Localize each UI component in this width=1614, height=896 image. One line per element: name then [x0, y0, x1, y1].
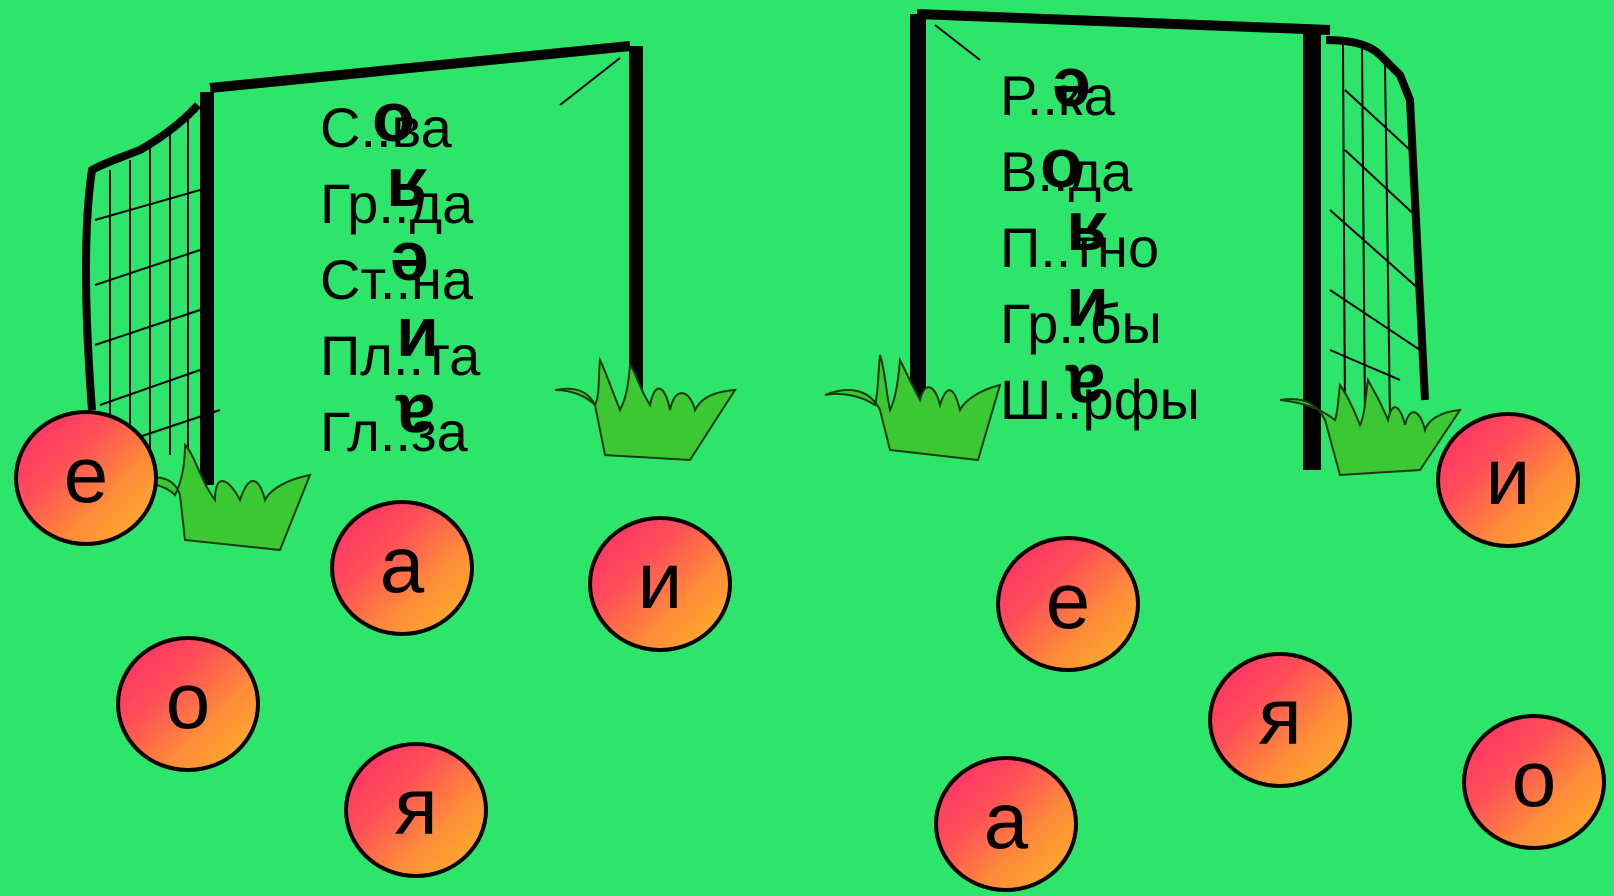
answer-letter: я: [386, 154, 427, 232]
letter-ball[interactable]: е: [14, 410, 158, 546]
answer-letter: и: [1066, 274, 1110, 352]
word: Р..ка: [1000, 64, 1115, 127]
word: Гр..бы: [1000, 292, 1162, 355]
letter-ball[interactable]: е: [996, 536, 1140, 672]
answer-letter: е: [1052, 54, 1091, 132]
answer-letter: о: [1040, 124, 1083, 202]
word: С..ва: [320, 96, 452, 159]
left-goal: [82, 41, 643, 485]
letter-ball[interactable]: я: [344, 742, 488, 878]
ball-letter: о: [165, 656, 211, 745]
word: Ст..на: [320, 248, 474, 311]
ball-letter: о: [1511, 734, 1557, 823]
word: П..тно: [1000, 216, 1160, 279]
answer-letter: и: [396, 304, 440, 382]
answer-letter: а: [396, 380, 435, 458]
letter-ball[interactable]: я: [1208, 652, 1352, 788]
ball-letter: я: [394, 762, 438, 851]
right-goal: [910, 9, 1429, 470]
letter-ball[interactable]: о: [1462, 714, 1606, 850]
word: Гл..за: [320, 400, 468, 463]
letter-ball[interactable]: о: [116, 636, 260, 772]
answer-letter: е: [390, 228, 429, 306]
word: Пл..та: [320, 324, 481, 387]
answer-letter: о: [372, 78, 415, 156]
word: Ш..рфы: [1000, 368, 1200, 431]
word: Гр..да: [320, 172, 474, 235]
grass: [129, 354, 1463, 552]
ball-letter: и: [1485, 432, 1531, 521]
letter-ball[interactable]: и: [1436, 412, 1580, 548]
word: В..да: [1000, 140, 1133, 203]
ball-letter: а: [983, 776, 1029, 865]
ball-letter: е: [1045, 556, 1091, 645]
ball-letter: и: [637, 536, 683, 625]
letter-ball[interactable]: а: [934, 756, 1078, 892]
ball-letter: я: [1258, 672, 1302, 761]
ball-letter: а: [379, 520, 425, 609]
letter-ball[interactable]: и: [588, 516, 732, 652]
answer-letter: а: [1066, 350, 1105, 428]
answer-letter: я: [1066, 198, 1107, 276]
ball-letter: е: [63, 430, 109, 519]
letter-ball[interactable]: а: [330, 500, 474, 636]
